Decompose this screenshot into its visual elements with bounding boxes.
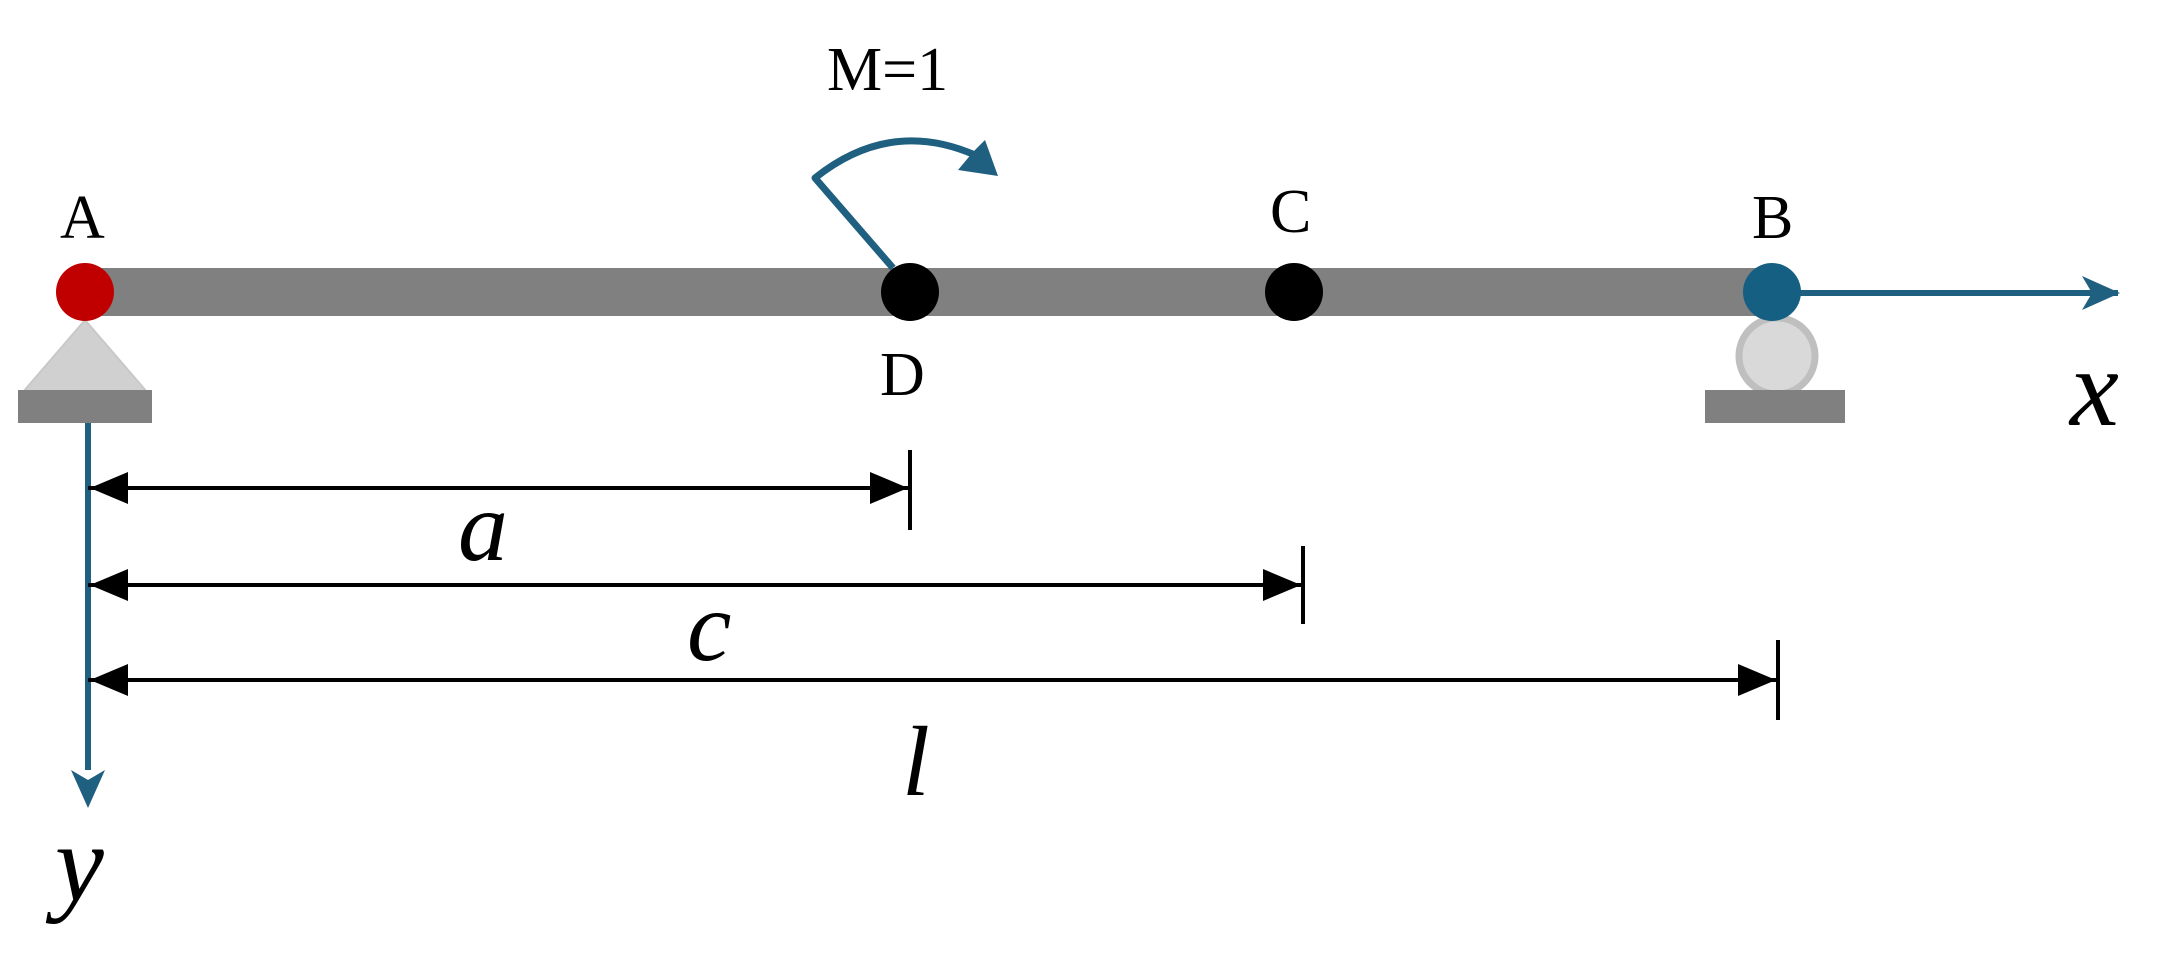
- label-dimension-l: l: [902, 706, 930, 817]
- dimension-l: [88, 640, 1780, 720]
- pin-support-triangle: [20, 318, 150, 393]
- label-dimension-c: c: [687, 571, 731, 682]
- roller-support-wheel: [1735, 314, 1819, 398]
- point-a: [56, 263, 114, 321]
- moment-arrow: [811, 137, 977, 271]
- label-point-b: B: [1752, 184, 1793, 252]
- dimension-a: [88, 450, 912, 530]
- label-x-axis: x: [2068, 327, 2119, 449]
- label-dimension-a: a: [458, 471, 508, 582]
- x-axis-arrowhead: [2082, 276, 2120, 310]
- label-point-c: C: [1270, 178, 1311, 246]
- label-point-d: D: [880, 341, 925, 409]
- roller-support-ground: [1705, 390, 1845, 423]
- point-d: [881, 263, 939, 321]
- dimension-c: [88, 546, 1305, 624]
- label-y-axis: y: [45, 802, 104, 924]
- point-b: [1743, 263, 1801, 321]
- point-c: [1265, 263, 1323, 321]
- label-moment: M=1: [827, 36, 948, 104]
- label-point-a: A: [60, 184, 105, 252]
- moment-arrowhead: [958, 140, 998, 176]
- y-axis-arrowhead: [71, 770, 105, 808]
- pin-support-ground: [18, 390, 152, 423]
